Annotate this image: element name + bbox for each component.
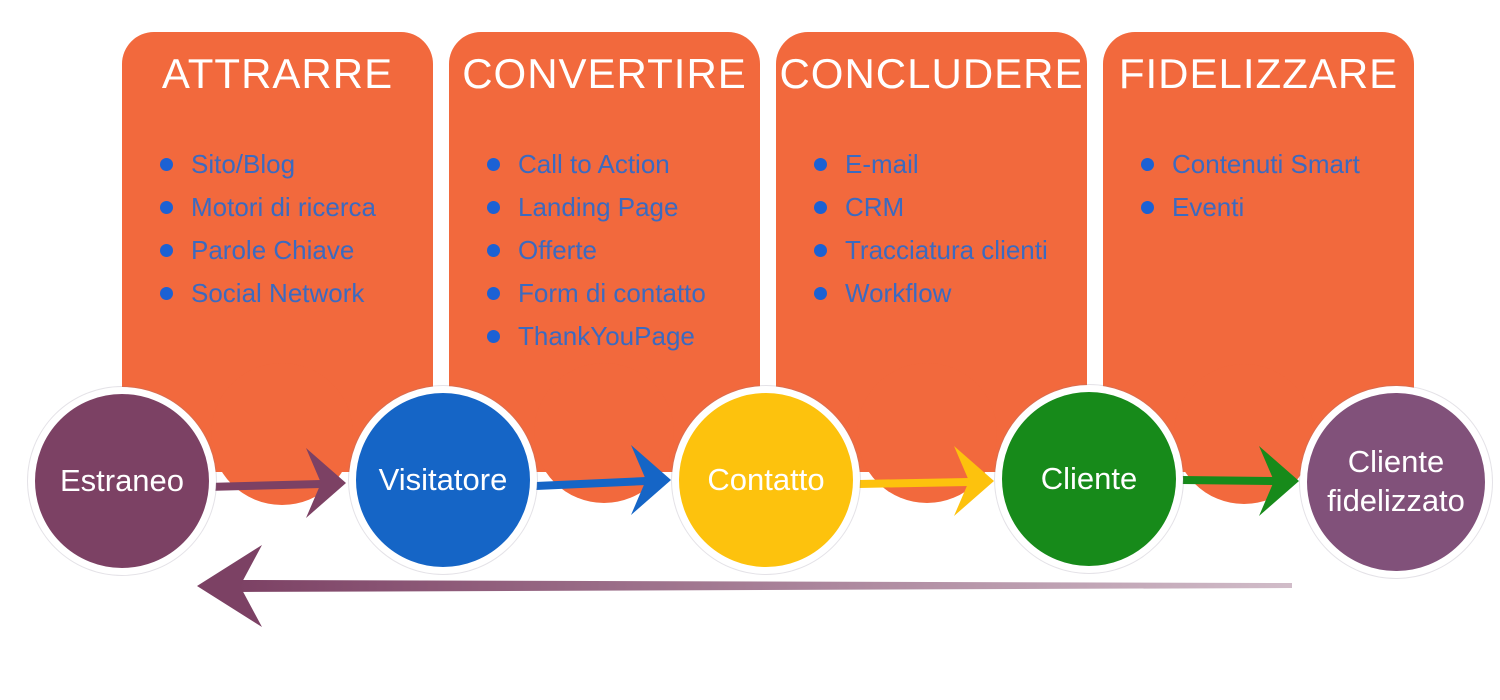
bullet-icon (160, 243, 173, 257)
persona-circle-contatto: Contatto (672, 386, 860, 574)
bullet-icon (1141, 157, 1154, 171)
persona-circle-cliente: Cliente (995, 385, 1183, 573)
bullet-icon (487, 200, 500, 214)
stage-item-list: E-mail CRM Tracciatura clienti Workflow (776, 148, 1087, 308)
panel-bottom-bulge (534, 363, 674, 503)
panel-bottom-bulge (857, 363, 997, 503)
persona-circle-visitatore: Visitatore (349, 386, 537, 574)
list-item-label: Parole Chiave (191, 234, 355, 265)
stage-title: CONVERTIRE (462, 50, 747, 97)
list-item: Form di contatto (487, 277, 760, 308)
bullet-icon (814, 243, 827, 257)
list-item: ThankYouPage (487, 320, 760, 351)
bullet-icon (160, 200, 173, 214)
list-item-label: Eventi (1172, 191, 1245, 222)
return-arrow (197, 545, 1292, 627)
bullet-icon (1141, 200, 1154, 214)
bullet-icon (487, 329, 500, 343)
list-item-label: Contenuti Smart (1172, 148, 1360, 179)
persona-label: Visitatore (378, 461, 508, 497)
stage-item-list: Sito/Blog Motori di ricerca Parole Chiav… (122, 148, 433, 308)
list-item: Tracciatura clienti (814, 234, 1087, 265)
list-item: Motori di ricerca (160, 191, 433, 222)
stage-item-list: Call to Action Landing Page Offerte Form… (449, 148, 760, 351)
list-item: Workflow (814, 277, 1087, 308)
list-item-label: E-mail (845, 148, 919, 179)
bullet-icon (487, 243, 500, 257)
list-item: Sito/Blog (160, 148, 433, 179)
stage-panel-attrarre: ATTRARRE Sito/Blog Motori di ricerca Par… (122, 32, 433, 472)
list-item-label: Sito/Blog (191, 148, 296, 179)
arrow-estraneo-to-visitatore (205, 448, 346, 518)
list-item: Social Network (160, 277, 433, 308)
persona-label: Cliente fidelizzato (1327, 444, 1465, 518)
list-item-label: Landing Page (518, 191, 679, 222)
list-item: Eventi (1141, 191, 1414, 222)
list-item-label: Form di contatto (518, 277, 706, 308)
list-item-label: Tracciatura clienti (845, 234, 1048, 265)
persona-circle-estraneo: Estraneo (28, 387, 216, 575)
persona-label: Estraneo (59, 462, 185, 498)
bullet-icon (160, 286, 173, 300)
list-item-label: Motori di ricerca (191, 191, 376, 222)
bullet-icon (814, 157, 827, 171)
bullet-icon (814, 286, 827, 300)
list-item-label: ThankYouPage (518, 320, 695, 351)
list-item-label: Call to Action (518, 148, 670, 179)
list-item-label: Offerte (518, 234, 598, 265)
bullet-icon (487, 286, 500, 300)
stage-title: ATTRARRE (161, 50, 394, 97)
arrow-contatto-to-cliente (858, 446, 994, 516)
list-item-label: CRM (845, 191, 905, 222)
list-item-label: Workflow (845, 277, 952, 308)
stage-item-list: Contenuti Smart Eventi (1103, 148, 1414, 222)
list-item: E-mail (814, 148, 1087, 179)
bullet-icon (487, 157, 500, 171)
persona-label: Cliente (1040, 460, 1138, 496)
list-item: Contenuti Smart (1141, 148, 1414, 179)
persona-circle-cliente-fidelizzato: Cliente fidelizzato (1300, 386, 1492, 578)
arrow-visitatore-to-contatto (535, 445, 671, 515)
stage-title: FIDELIZZARE (1118, 50, 1399, 97)
bullet-icon (814, 200, 827, 214)
persona-label: Contatto (707, 461, 825, 497)
list-item: Call to Action (487, 148, 760, 179)
list-item: Landing Page (487, 191, 760, 222)
list-item: Offerte (487, 234, 760, 265)
arrow-cliente-to-fidelizzato (1181, 446, 1299, 516)
list-item: Parole Chiave (160, 234, 433, 265)
bullet-icon (160, 157, 173, 171)
stage-title: CONCLUDERE (779, 50, 1084, 97)
list-item: CRM (814, 191, 1087, 222)
list-item-label: Social Network (191, 277, 365, 308)
